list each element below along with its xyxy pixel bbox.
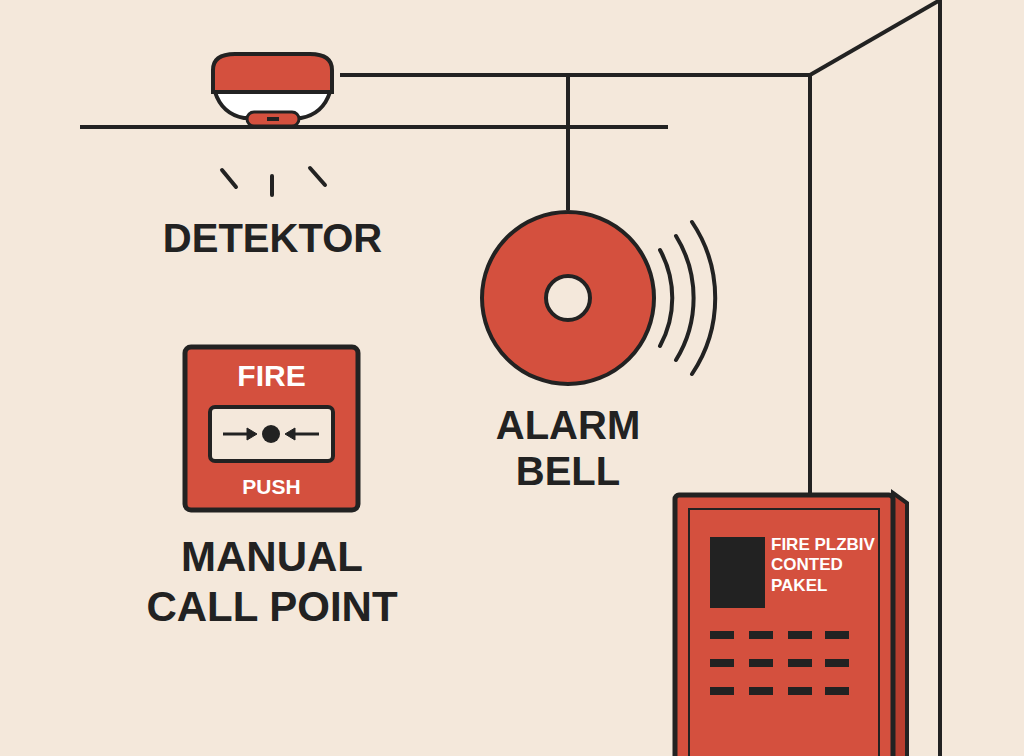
node-outline [480,210,656,386]
panel-display [710,537,765,608]
panel-text: FIRE PLZBIV CONTED PAKEL [771,535,875,596]
bell-body [482,212,654,384]
detector-led [267,117,279,121]
push-arrows [223,428,319,440]
call-point-text: FIRE [183,359,360,392]
detector-lens [247,112,299,126]
panel-key [710,659,734,667]
panel-key [710,687,734,695]
node-outline [673,493,907,756]
fire-control-panel: FIRE PLZBIV CONTED PAKEL [673,493,907,756]
wall-corner [938,0,942,756]
device-label: DETEKTOR [150,215,395,261]
panel-key [788,687,812,695]
wire [340,75,810,493]
call-point-window [210,407,333,461]
ceiling-line [80,125,668,129]
sound-waves [660,222,715,374]
alarm-bell: ALARM BELL [480,210,656,386]
panel-door [689,509,879,756]
panel-key [788,631,812,639]
panel-key [825,659,849,667]
device-label: ALARM BELL [468,402,668,494]
panel-key [749,687,773,695]
panel-key [825,687,849,695]
detector-device: DETEKTOR [205,52,340,128]
manual-call-point: FIREPUSHMANUAL CALL POINT [183,345,360,512]
wall-wire [810,0,940,75]
node-outline [205,52,340,128]
panel-key [710,631,734,639]
device-label: MANUAL CALL POINT [136,532,408,633]
panel-key [788,659,812,667]
panel-housing [675,495,893,756]
panel-key [749,631,773,639]
detector-dome [213,54,332,92]
bell-center [546,276,590,320]
call-point-text: PUSH [183,475,360,498]
detector-rays [222,168,325,195]
panel-key [825,631,849,639]
panel-key [749,659,773,667]
push-button [262,425,280,443]
